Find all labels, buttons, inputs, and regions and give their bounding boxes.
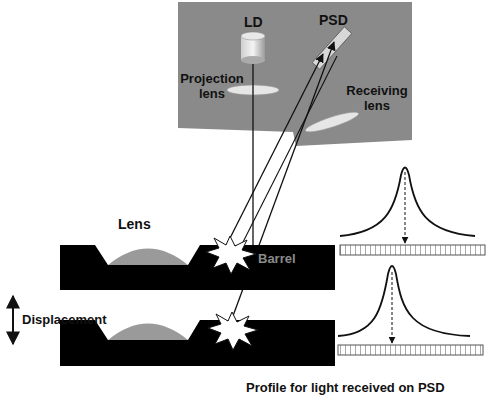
peak-marker: [392, 272, 393, 343]
lens-dome: [108, 324, 188, 341]
component-label: PSD: [319, 12, 348, 28]
caption-label: Profile for light received on PSD: [246, 381, 445, 396]
part-label: Barrel: [258, 252, 296, 267]
part-label: Lens: [118, 216, 151, 232]
barrel-body: [60, 245, 335, 290]
peak-marker: [405, 172, 406, 243]
dimension-label: Displacement: [22, 313, 107, 328]
light-spot: [208, 312, 258, 350]
lens-dome: [108, 249, 188, 266]
displacement-arrow: [12, 296, 14, 344]
reflected-beam: [238, 56, 337, 252]
component-label: Receiving lens: [344, 84, 410, 114]
psd-array: [340, 245, 485, 255]
psd-array: [338, 345, 483, 355]
light-spot: [206, 236, 256, 274]
laser-diode: [241, 32, 265, 64]
component-label: Projection lens: [176, 72, 248, 102]
component-label: LD: [244, 14, 263, 30]
light-profile: [340, 168, 475, 237]
receiving-lens: [304, 109, 360, 136]
light-profile: [338, 266, 470, 336]
